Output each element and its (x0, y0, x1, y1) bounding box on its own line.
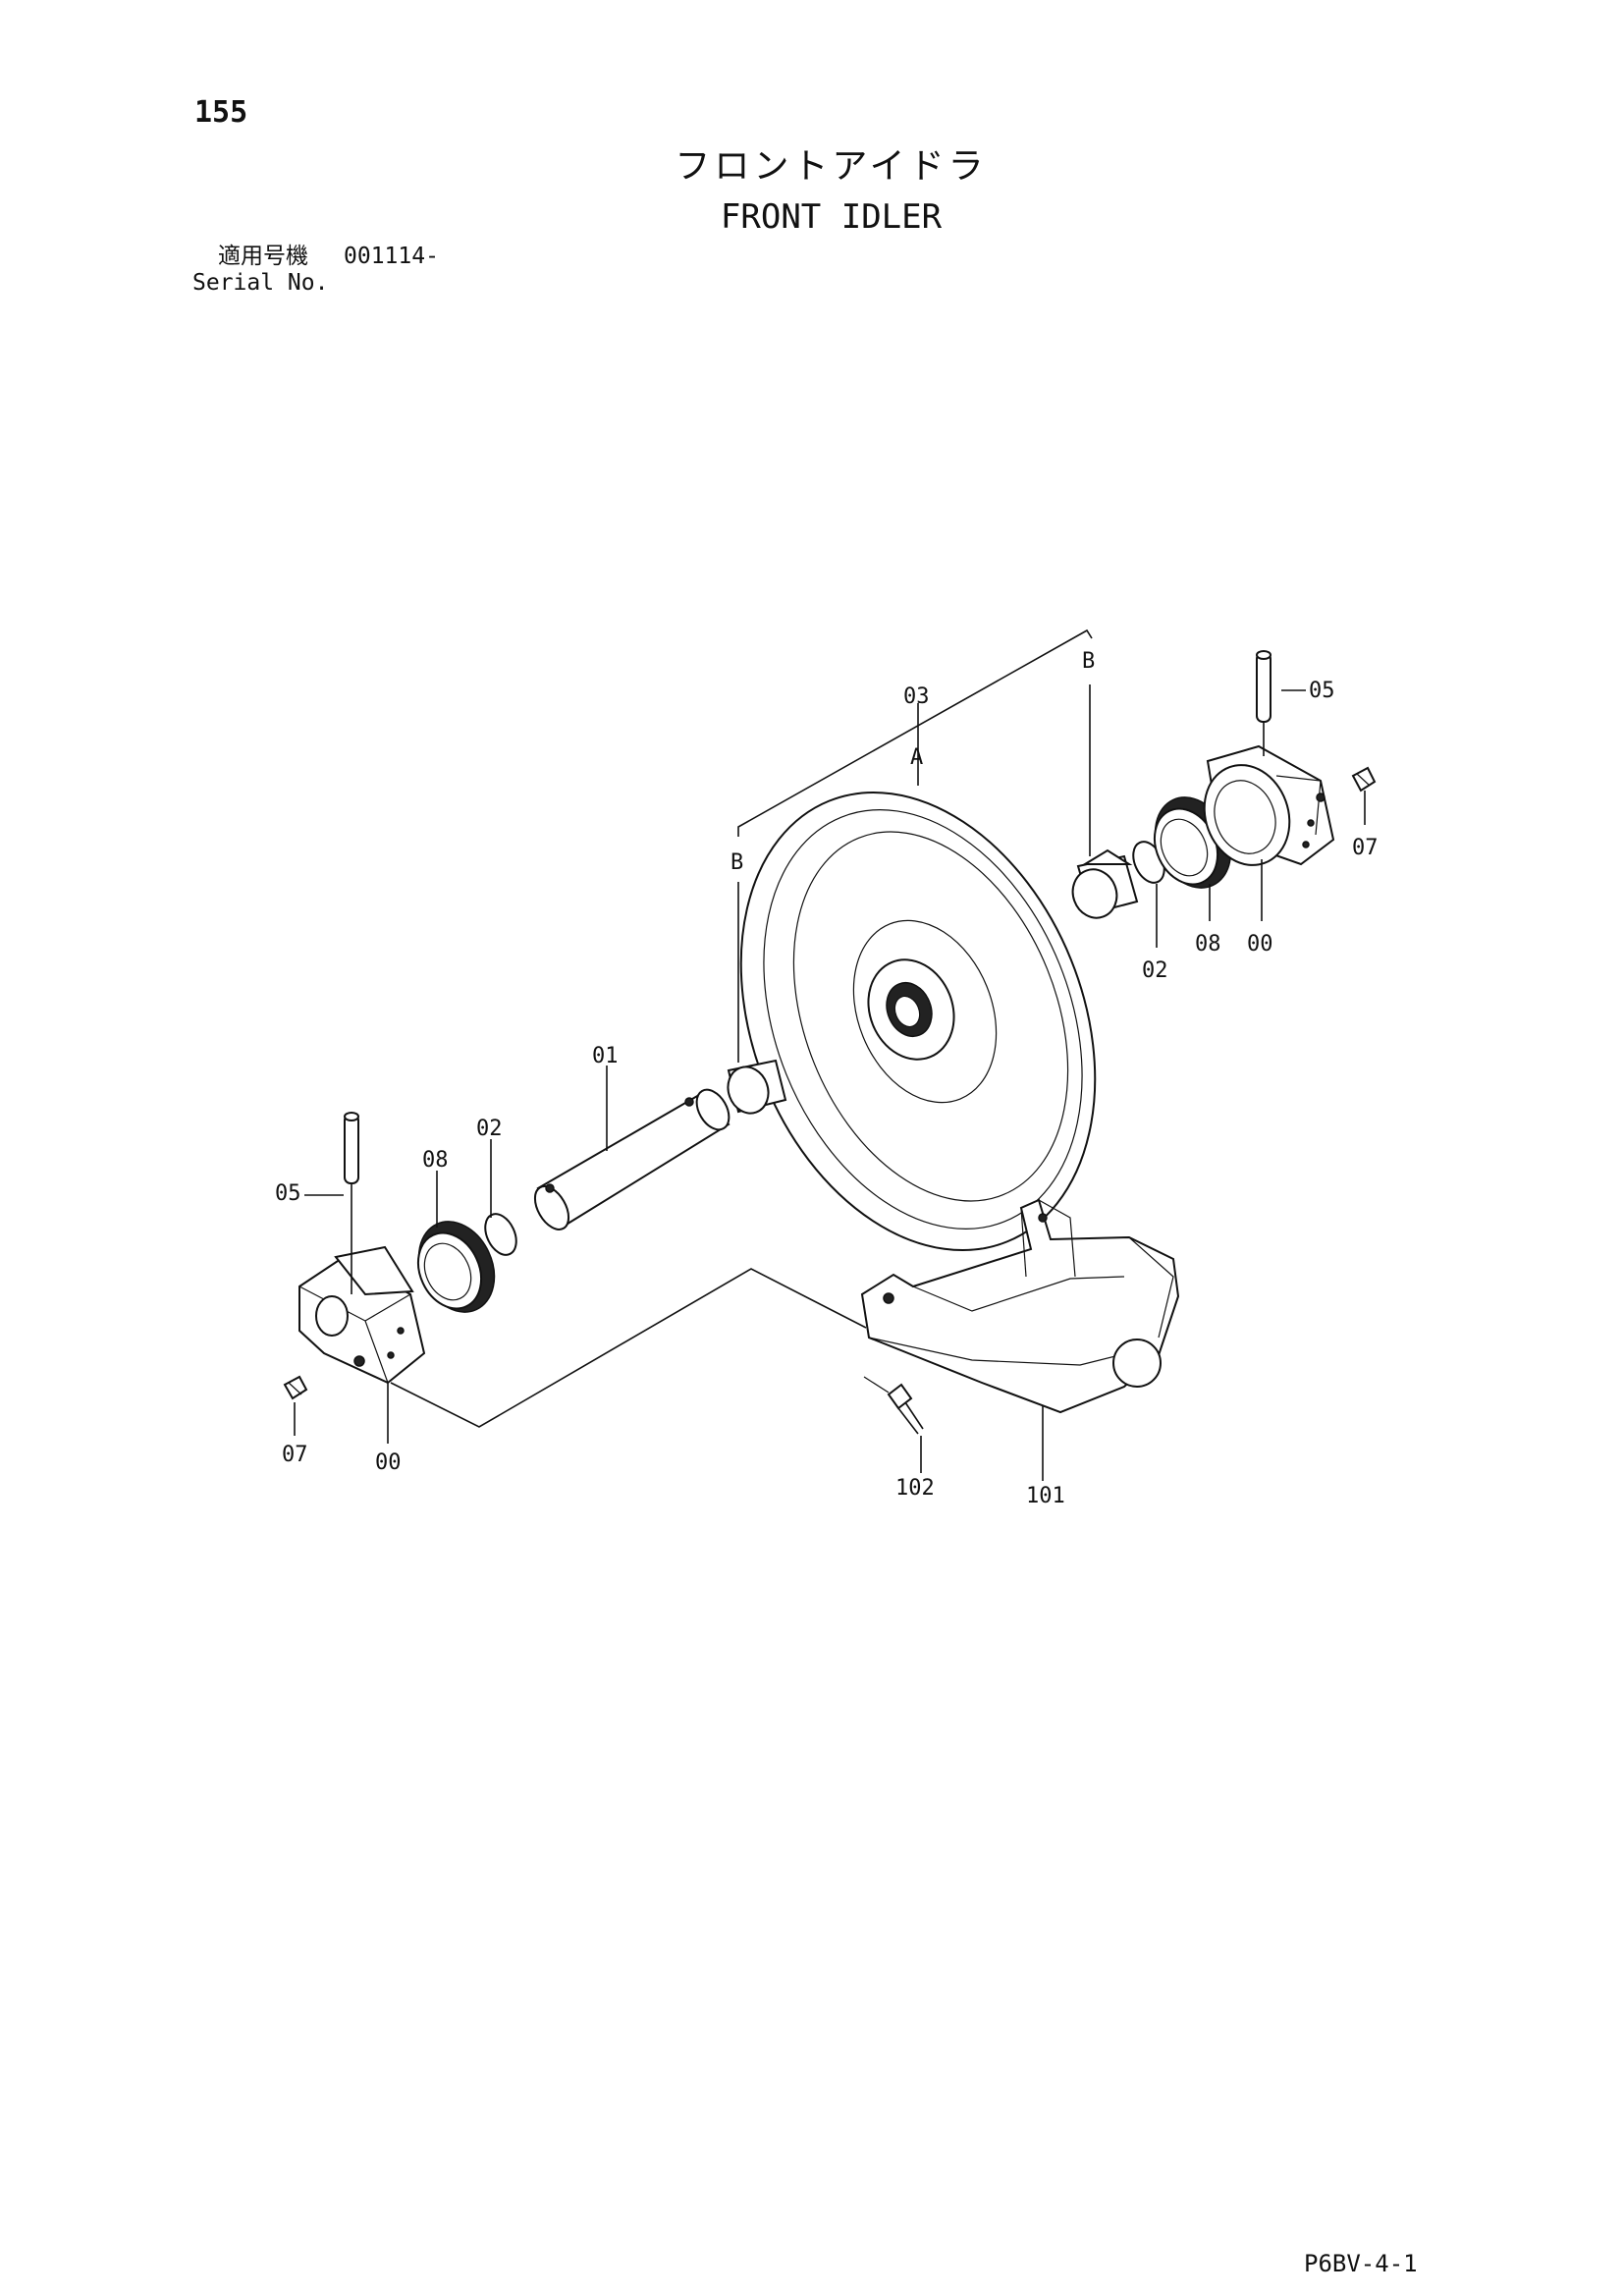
callout-labels: 03 A B B 01 02 02 08 08 05 05 07 07 00 0… (275, 649, 1379, 1508)
yoke-part-101[interactable] (860, 1198, 1180, 1414)
shaft-part-01[interactable] (528, 1084, 735, 1235)
label-00-left: 00 (375, 1450, 402, 1475)
page-title-english: FRONT IDLER (720, 197, 943, 237)
label-07-left: 07 (282, 1443, 308, 1467)
serial-label-english: Serial No. (192, 270, 329, 296)
label-01: 01 (592, 1044, 619, 1068)
pin-right[interactable] (1256, 650, 1271, 756)
label-08-right: 08 (1195, 932, 1221, 957)
floating-seal-left[interactable] (405, 1209, 509, 1324)
bolt-part-102[interactable] (863, 1376, 924, 1435)
bracket-right[interactable] (1191, 744, 1335, 877)
label-02-right: 02 (1142, 958, 1168, 983)
leader-lines (294, 689, 1366, 1481)
idler-wheel-part-03[interactable] (676, 739, 1161, 1304)
drawing-code: P6BV-4-1 (1304, 2250, 1418, 2277)
label-07-right: 07 (1352, 836, 1379, 860)
reference-lines (390, 629, 1093, 1428)
label-00-right: 00 (1247, 932, 1273, 957)
label-b-left: B (730, 850, 743, 875)
plug-right[interactable] (1351, 766, 1377, 793)
label-03: 03 (903, 684, 930, 709)
label-101: 101 (1026, 1484, 1065, 1508)
label-b-right: B (1082, 649, 1095, 674)
serial-label-japanese: 適用号機 (218, 244, 308, 269)
bracket-left[interactable] (298, 1245, 426, 1385)
pin-left[interactable] (344, 1112, 359, 1294)
page-title-japanese: フロントアイドラ (675, 146, 988, 187)
plug-left[interactable] (283, 1375, 308, 1400)
label-a: A (910, 745, 923, 770)
label-05-left: 05 (275, 1181, 301, 1206)
label-02-left: 02 (476, 1117, 503, 1141)
label-102: 102 (895, 1476, 935, 1501)
serial-number-value: 001114- (344, 244, 439, 269)
label-05-right: 05 (1309, 679, 1335, 703)
bushing-right[interactable] (1066, 848, 1139, 924)
page-number: 155 (194, 95, 248, 130)
label-08-left: 08 (422, 1148, 449, 1173)
bushing-left[interactable] (722, 1059, 787, 1119)
